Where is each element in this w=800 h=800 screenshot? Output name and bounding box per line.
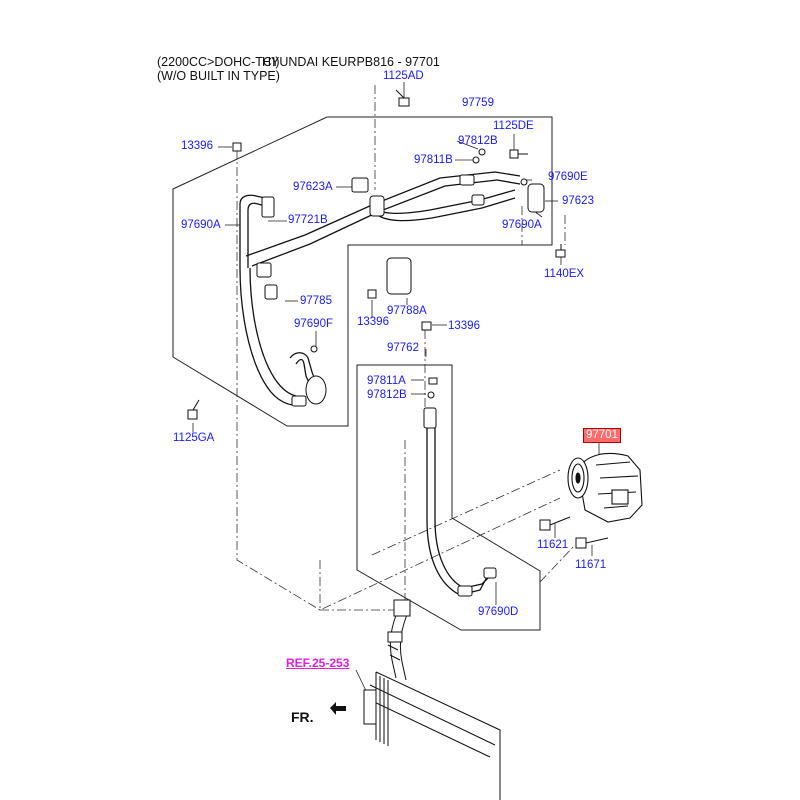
- part-label-13396[interactable]: 13396: [357, 316, 389, 328]
- compressor: [567, 452, 643, 523]
- ref-link[interactable]: REF.25-253: [286, 656, 350, 670]
- part-label-97701-highlighted[interactable]: 97701: [583, 428, 621, 443]
- part-label-13396[interactable]: 13396: [181, 140, 213, 152]
- dashed-leaders: [236, 85, 576, 611]
- part-label-97811A[interactable]: 97811A: [367, 375, 406, 387]
- diagram-title: HYUNDAI KEURPB816 - 97701: [262, 55, 440, 69]
- part-label-97811B[interactable]: 97811B: [414, 154, 453, 166]
- part-label-97762[interactable]: 97762: [387, 342, 419, 354]
- upper-assembly-outline: [172, 116, 553, 427]
- part-label-97690A[interactable]: 97690A: [181, 219, 221, 231]
- part-label-1125GA[interactable]: 1125GA: [173, 432, 215, 444]
- front-direction-label: FR.: [291, 709, 314, 725]
- part-label-1140EX[interactable]: 1140EX: [544, 268, 585, 280]
- part-label-13396[interactable]: 13396: [448, 320, 480, 332]
- lower-assembly-outline: [356, 364, 541, 631]
- condenser: [363, 599, 501, 800]
- part-label-1125DE[interactable]: 1125DE: [493, 120, 534, 132]
- part-label-97721B[interactable]: 97721B: [288, 214, 328, 226]
- part-label-97623A[interactable]: 97623A: [293, 181, 333, 193]
- part-label-97785[interactable]: 97785: [300, 295, 332, 307]
- part-label-97812B[interactable]: 97812B: [367, 389, 407, 401]
- upper-fittings: [256, 174, 545, 407]
- lower-fittings: [423, 407, 497, 597]
- bolts: [187, 89, 609, 549]
- label-leaders: [192, 82, 600, 696]
- part-label-97690E[interactable]: 97690E: [548, 171, 588, 183]
- part-label-1125AD[interactable]: 1125AD: [383, 70, 424, 82]
- engine-spec: (2200CC>DOHC-TCI): [157, 55, 280, 69]
- type-note: (W/O BUILT IN TYPE): [157, 69, 280, 83]
- part-label-11671[interactable]: 11671: [575, 559, 607, 571]
- part-label-97690D[interactable]: 97690D: [478, 606, 519, 618]
- part-label-97690A[interactable]: 97690A: [502, 219, 542, 231]
- part-label-97788A[interactable]: 97788A: [387, 305, 427, 317]
- part-label-97623[interactable]: 97623: [562, 195, 594, 207]
- upper-hoses: [239, 171, 521, 407]
- part-label-97812B[interactable]: 97812B: [458, 135, 498, 147]
- front-arrow-icon: [330, 702, 346, 715]
- part-label-97690F[interactable]: 97690F: [294, 318, 334, 330]
- part-label-11621[interactable]: 11621: [537, 539, 569, 551]
- part-label-97759[interactable]: 97759: [462, 97, 494, 109]
